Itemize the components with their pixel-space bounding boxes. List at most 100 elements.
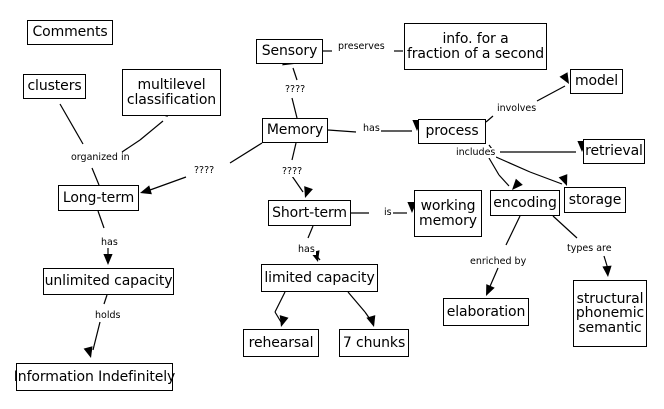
node-label: fraction of a second — [406, 45, 545, 62]
edge-segment — [291, 97, 298, 119]
node-memory[interactable]: Memory — [262, 118, 328, 143]
node-retrieval[interactable]: retrieval — [583, 139, 645, 164]
edge-segment — [485, 115, 494, 123]
arrowhead-icon — [140, 185, 152, 195]
edge-segment — [97, 210, 105, 229]
edge-label-process-includes-retrieval: includes — [455, 147, 497, 158]
edge-segment — [121, 139, 141, 153]
edge-segment — [327, 129, 357, 133]
node-label: phonemic — [575, 305, 645, 322]
edge-longterm-organized — [57, 87, 100, 186]
edge-label-sensory-fraction: preserves — [337, 41, 386, 52]
node-label: structural — [576, 290, 644, 307]
edge-segment — [92, 321, 101, 351]
edge-segment — [103, 294, 108, 305]
node-encoding[interactable]: encoding — [490, 190, 560, 216]
node-label: Long-term — [62, 189, 135, 206]
node-label: Short-term — [272, 204, 347, 221]
edge-label-memory-sensory: ???? — [284, 84, 307, 95]
edge-label-shortterm-limited: has — [297, 244, 316, 255]
edge-segment — [529, 171, 563, 185]
edge-label-memory-shortterm: ???? — [281, 166, 304, 177]
edge-limited-chunks — [347, 291, 376, 327]
node-label: Sensory — [261, 43, 318, 60]
node-label: Information Indefinitely — [13, 368, 176, 385]
node-comments[interactable]: Comments — [27, 20, 113, 45]
node-label: Comments — [32, 24, 108, 41]
arrowhead-icon — [83, 346, 93, 358]
arrowhead-icon — [279, 315, 289, 327]
edge-label-shortterm-working: is — [383, 207, 393, 218]
edge-segment — [91, 167, 100, 186]
arrowhead-icon — [558, 174, 568, 186]
edge-segment — [274, 311, 282, 323]
arrowhead-icon — [366, 315, 376, 327]
node-sensory[interactable]: Sensory — [256, 39, 323, 64]
edge-longterm-unlimited — [97, 210, 113, 265]
edge-label-encoding-types: types are — [566, 243, 613, 254]
node-label: semantic — [578, 319, 642, 336]
edge-limited-rehearsal — [274, 291, 289, 327]
node-chunks[interactable]: 7 chunks — [339, 329, 409, 357]
node-label: multilevel — [137, 76, 206, 93]
edge-unlimited-info — [83, 294, 108, 358]
node-label: memory — [419, 212, 477, 229]
edge-segment — [488, 157, 500, 176]
edge-label-unlimited-info: holds — [94, 310, 122, 321]
edge-segment — [229, 142, 263, 164]
node-rehearsal[interactable]: rehearsal — [243, 329, 319, 357]
node-longterm[interactable]: Long-term — [58, 185, 139, 211]
node-info[interactable]: Information Indefinitely — [13, 363, 176, 391]
arrowhead-icon — [103, 254, 113, 265]
node-label: elaboration — [446, 303, 526, 320]
arrowhead-icon — [486, 284, 495, 296]
edge-process-model — [485, 72, 569, 123]
node-process[interactable]: process — [418, 119, 486, 144]
edge-label-longterm-organized: organized in — [70, 152, 131, 163]
edge-label-memory-process: has — [362, 123, 381, 134]
edge-segment — [291, 142, 297, 161]
edge-segment — [498, 174, 510, 187]
edge-segment — [139, 120, 164, 141]
edge-label-memory-longterm: ???? — [193, 165, 216, 176]
node-shortterm[interactable]: Short-term — [268, 200, 351, 226]
node-label: storage — [568, 191, 622, 208]
node-label: Memory — [266, 122, 324, 139]
edge-process-includes-retrieval — [488, 141, 587, 153]
node-clusters[interactable]: clusters — [23, 74, 86, 99]
edge-segment — [274, 291, 286, 313]
edge-segment — [552, 215, 578, 239]
edge-includes-encoding — [488, 157, 523, 190]
edge-label-process-model: involves — [496, 103, 538, 114]
node-label: 7 chunks — [342, 334, 406, 351]
edge-segment — [505, 215, 521, 246]
node-label: rehearsal — [248, 334, 314, 351]
arrowhead-icon — [602, 265, 612, 277]
edge-encoding-elaboration — [486, 215, 521, 296]
edge-encoding-types — [552, 215, 612, 277]
edge-includes-storage — [495, 156, 568, 186]
edge-segment — [536, 85, 566, 102]
node-unlimited[interactable]: unlimited capacity — [43, 268, 174, 295]
node-label: unlimited capacity — [44, 273, 173, 290]
node-model[interactable]: model — [570, 69, 623, 94]
edge-memory-longterm — [140, 142, 263, 195]
node-storage[interactable]: storage — [564, 187, 626, 213]
node-label: model — [574, 73, 619, 90]
edge-label-longterm-unlimited: has — [100, 237, 119, 248]
node-limited[interactable]: limited capacity — [261, 264, 378, 292]
edge-memory-shortterm — [291, 142, 313, 198]
node-elaboration[interactable]: elaboration — [443, 298, 529, 326]
node-label: process — [425, 123, 479, 140]
edge-segment — [149, 176, 187, 191]
edge-segment — [59, 103, 84, 145]
node-label: retrieval — [585, 143, 643, 160]
edge-segment — [495, 156, 531, 173]
edge-segment — [292, 67, 298, 81]
edge-segment — [347, 291, 366, 313]
